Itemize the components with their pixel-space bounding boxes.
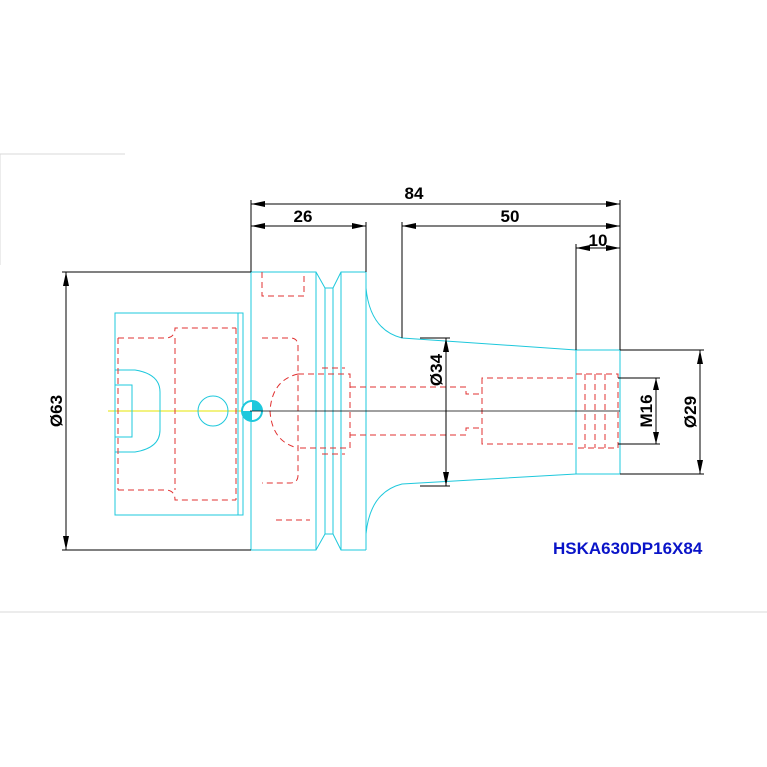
hidden-lines: [117, 272, 619, 521]
dim-neck-diameter: Ø34: [427, 353, 446, 386]
dimension-arrows: [63, 201, 703, 550]
dim-tip-length: 10: [589, 231, 608, 250]
dim-tip-diameter: Ø29: [681, 396, 700, 428]
dim-flange-length: 26: [294, 207, 313, 226]
dimension-lines: [62, 200, 704, 551]
dim-thread: M16: [637, 394, 656, 427]
dim-overall-length: 84: [405, 184, 424, 203]
dim-flange-diameter: Ø63: [47, 395, 66, 427]
part-number-label: HSKA630DP16X84: [553, 539, 703, 558]
dim-shank-length: 50: [501, 207, 520, 226]
drawing-frame: [0, 153, 767, 613]
hsk-taper-body: [114, 312, 244, 516]
